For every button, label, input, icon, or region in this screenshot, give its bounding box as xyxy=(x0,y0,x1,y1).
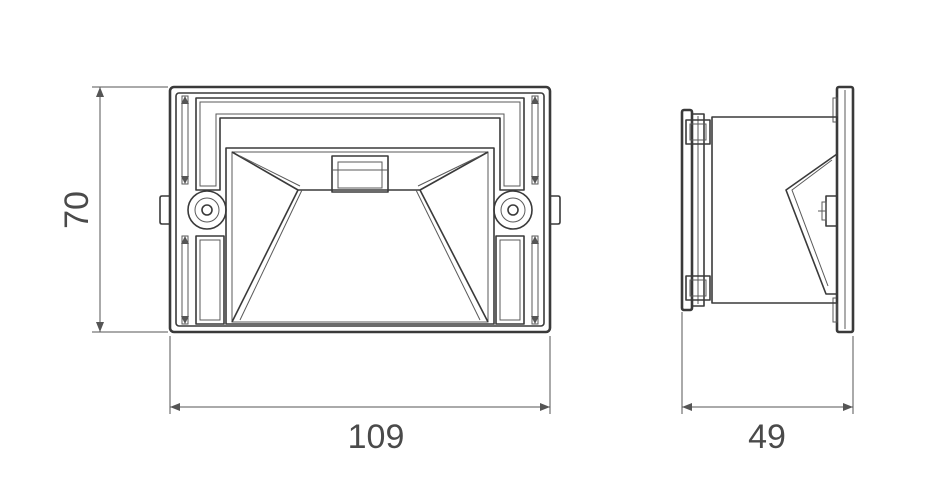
front-trap-top2 xyxy=(239,155,301,187)
front-outer-frame xyxy=(168,85,552,334)
front-screw-right-inner xyxy=(507,204,519,216)
front-trap-right-shadow xyxy=(415,189,481,321)
side-clip-bottom-inner xyxy=(689,279,707,297)
front-lower-block-right xyxy=(495,235,525,325)
side-front-plate-notch-bottom xyxy=(832,297,838,323)
front-trap-top3 xyxy=(417,155,481,187)
front-slot-top-left xyxy=(181,95,189,185)
front-screw-right-outer xyxy=(493,190,533,230)
front-tab-left xyxy=(159,195,170,225)
side-depth-dimension: 49 xyxy=(681,312,854,456)
front-trap-right xyxy=(419,189,489,323)
front-lower-block-left xyxy=(195,235,225,325)
side-angled-projection xyxy=(785,153,838,295)
height-label: 70 xyxy=(58,191,96,229)
depth-label: 49 xyxy=(748,418,786,456)
front-lower-block-left-inner xyxy=(199,239,221,321)
front-tab-right xyxy=(550,195,561,225)
front-slot-bottom-left xyxy=(181,235,189,325)
front-latch xyxy=(331,155,389,193)
front-top-cutout xyxy=(195,97,525,191)
side-rear-flange-inner xyxy=(691,113,705,307)
side-clip-top xyxy=(685,119,711,145)
front-trapezoid xyxy=(231,151,489,191)
front-inner-frame xyxy=(175,92,545,327)
width-label: 109 xyxy=(348,418,405,456)
side-front-plate-notch-top xyxy=(832,97,838,123)
front-height-dimension: 70 xyxy=(58,86,168,333)
front-screw-left-mid xyxy=(194,197,220,223)
side-view xyxy=(680,85,855,334)
front-slot-bottom-right xyxy=(531,235,539,325)
front-top-cutout-inner xyxy=(199,101,521,187)
front-lower-block-right-inner xyxy=(499,239,521,321)
front-latch-inner xyxy=(337,161,383,189)
front-view xyxy=(159,85,561,334)
side-clip-bottom xyxy=(685,275,711,301)
front-trap-left-shadow xyxy=(239,189,303,321)
front-screw-left-inner xyxy=(201,204,213,216)
front-housing-inner xyxy=(231,151,489,323)
side-clip-top-inner xyxy=(689,123,707,141)
front-width-dimension: 109 xyxy=(169,336,551,456)
front-screw-left-outer xyxy=(187,190,227,230)
side-latch-block xyxy=(825,195,838,227)
front-trap-left xyxy=(231,189,299,323)
front-housing xyxy=(225,147,495,325)
front-screw-right-mid xyxy=(500,197,526,223)
front-slot-top-right xyxy=(531,95,539,185)
